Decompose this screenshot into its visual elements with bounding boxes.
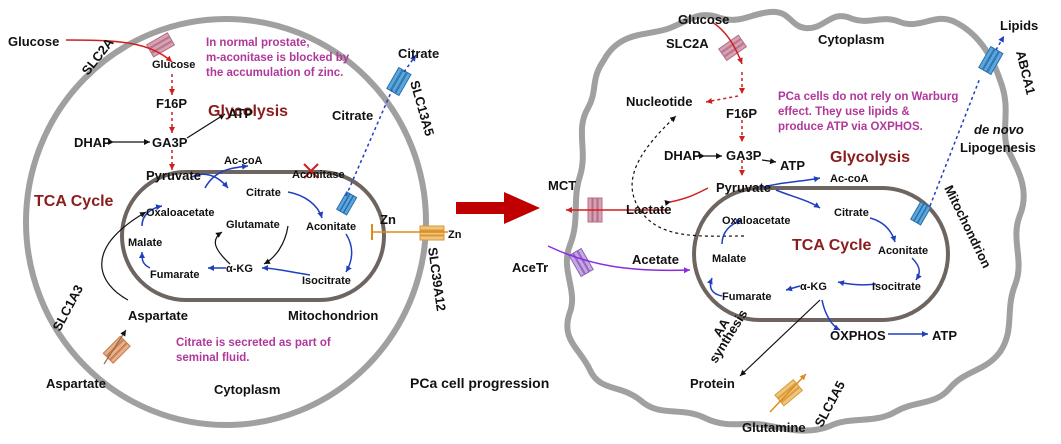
- left-citrate-mito-label: Citrate: [246, 187, 281, 199]
- right-lipids-label: Lipids: [1000, 18, 1038, 33]
- right-glutamine-label: Glutamine: [742, 420, 806, 435]
- left-slc39a12-label: SLC39A12: [425, 246, 449, 312]
- note-warburg-line3: produce ATP via OXPHOS.: [778, 121, 923, 133]
- note-citrate-line2: seminal fluid.: [176, 352, 250, 364]
- right-protein-label: Protein: [690, 376, 735, 391]
- right-acetate-label: Acetate: [632, 252, 679, 267]
- right-denovo-label: de novo: [974, 122, 1024, 137]
- right-mct-label: MCT: [548, 178, 576, 193]
- slc39a12-transporter: [419, 225, 445, 241]
- abca1-transporter: [978, 45, 1004, 76]
- note-zinc-line2: m-aconitase is blocked by: [206, 52, 350, 64]
- right-pyruvate-label: Pyruvate: [716, 180, 771, 195]
- left-aconitate-label: Aconitate: [306, 221, 356, 233]
- aconitase-mito-transporter: [335, 191, 358, 216]
- right-dhap-label: DHAP: [664, 148, 701, 163]
- right-lactate-label: Lactate: [626, 202, 672, 217]
- normal-prostate-cell: Glucose SLC2A Glucose F16P Glycolysis DH…: [8, 16, 462, 428]
- slc2a-transporter: [145, 32, 176, 58]
- left-aspartate-in-label: Aspartate: [128, 308, 188, 323]
- right-mitochondrion: [692, 186, 950, 322]
- right-ga3p-label: GA3P: [726, 148, 762, 163]
- pca-cell: Glucose SLC2A Cytoplasm Lipids ABCA1 Nuc…: [512, 8, 1038, 435]
- left-glutamate-label: Glutamate: [226, 219, 280, 231]
- right-abca1-label: ABCA1: [1013, 49, 1038, 96]
- left-glucose-inner-label: Glucose: [152, 59, 195, 71]
- right-f16p-label: F16P: [726, 106, 757, 121]
- right-glucose-label: Glucose: [678, 12, 729, 27]
- transition-label: PCa cell progression: [410, 375, 549, 391]
- right-akg-label: α-KG: [800, 281, 827, 293]
- left-atp-label: ATP: [228, 106, 253, 121]
- left-akg-label: α-KG: [226, 263, 253, 275]
- left-slc13a5-label: SLC13A5: [407, 79, 437, 138]
- left-citrate-cyto-label: Citrate: [332, 108, 373, 123]
- right-fumarate-label: Fumarate: [722, 291, 772, 303]
- note-zinc-line1: In normal prostate,: [206, 37, 310, 49]
- left-accoa-label: Ac-coA: [224, 155, 263, 167]
- right-oxphos-label: OXPHOS: [830, 328, 886, 343]
- right-oxaloacetate-label: Oxaloacetate: [722, 215, 790, 227]
- right-aconitate-label: Aconitate: [878, 245, 928, 257]
- left-isocitrate-label: Isocitrate: [302, 275, 351, 287]
- left-fumarate-label: Fumarate: [150, 269, 200, 281]
- right-mito-transporter: [909, 201, 932, 226]
- left-mitochondrion-label: Mitochondrion: [288, 308, 378, 323]
- left-citrate-out-label: Citrate: [398, 46, 439, 61]
- left-glycolysis-title: Glycolysis: [208, 103, 288, 120]
- right-atp2-label: ATP: [932, 328, 957, 343]
- right-glycolysis-title: Glycolysis: [830, 149, 910, 166]
- left-aconitase-label: Aconitase: [292, 169, 345, 181]
- left-f16p-label: F16P: [156, 96, 187, 111]
- right-lipogenesis-label: Lipogenesis: [960, 140, 1036, 155]
- left-pyruvate-label: Pyruvate: [146, 168, 201, 183]
- note-zinc-line3: the accumulation of zinc.: [206, 67, 343, 79]
- right-atp-label: ATP: [780, 158, 805, 173]
- left-dhap-label: DHAP: [74, 135, 111, 150]
- left-mitochondrion: [120, 170, 386, 302]
- right-citrate-label: Citrate: [834, 207, 869, 219]
- left-zn-in-label: Zn: [380, 212, 396, 227]
- right-accoa-label: Ac-coA: [830, 173, 869, 185]
- note-citrate-line1: Citrate is secreted as part of: [176, 337, 331, 349]
- left-cytoplasm-label: Cytoplasm: [214, 382, 280, 397]
- right-malate-label: Malate: [712, 253, 746, 265]
- left-aspartate-out-label: Aspartate: [46, 376, 106, 391]
- right-nucleotide-label: Nucleotide: [626, 94, 692, 109]
- right-acetr-label: AceTr: [512, 260, 548, 275]
- note-warburg-line2: effect. They use lipids &: [778, 106, 910, 118]
- right-isocitrate-label: Isocitrate: [872, 281, 921, 293]
- left-ga3p-label: GA3P: [152, 135, 188, 150]
- left-glucose-label: Glucose: [8, 34, 59, 49]
- slc13a5-transporter: [386, 66, 412, 97]
- right-slc2a-label: SLC2A: [666, 36, 709, 51]
- right-slc2a-transporter: [718, 34, 748, 62]
- right-cytoplasm-label: Cytoplasm: [818, 32, 884, 47]
- left-tca-title: TCA Cycle: [34, 193, 114, 210]
- left-zn-out-label: Zn: [448, 229, 462, 241]
- left-malate-label: Malate: [128, 237, 162, 249]
- aconitase-block-icon: [303, 163, 319, 179]
- right-tca-title: TCA Cycle: [792, 237, 872, 254]
- note-warburg-line1: PCa cells do not rely on Warburg: [778, 91, 958, 103]
- left-oxaloacetate-label: Oxaloacetate: [146, 207, 214, 219]
- progression-arrow: [456, 192, 540, 224]
